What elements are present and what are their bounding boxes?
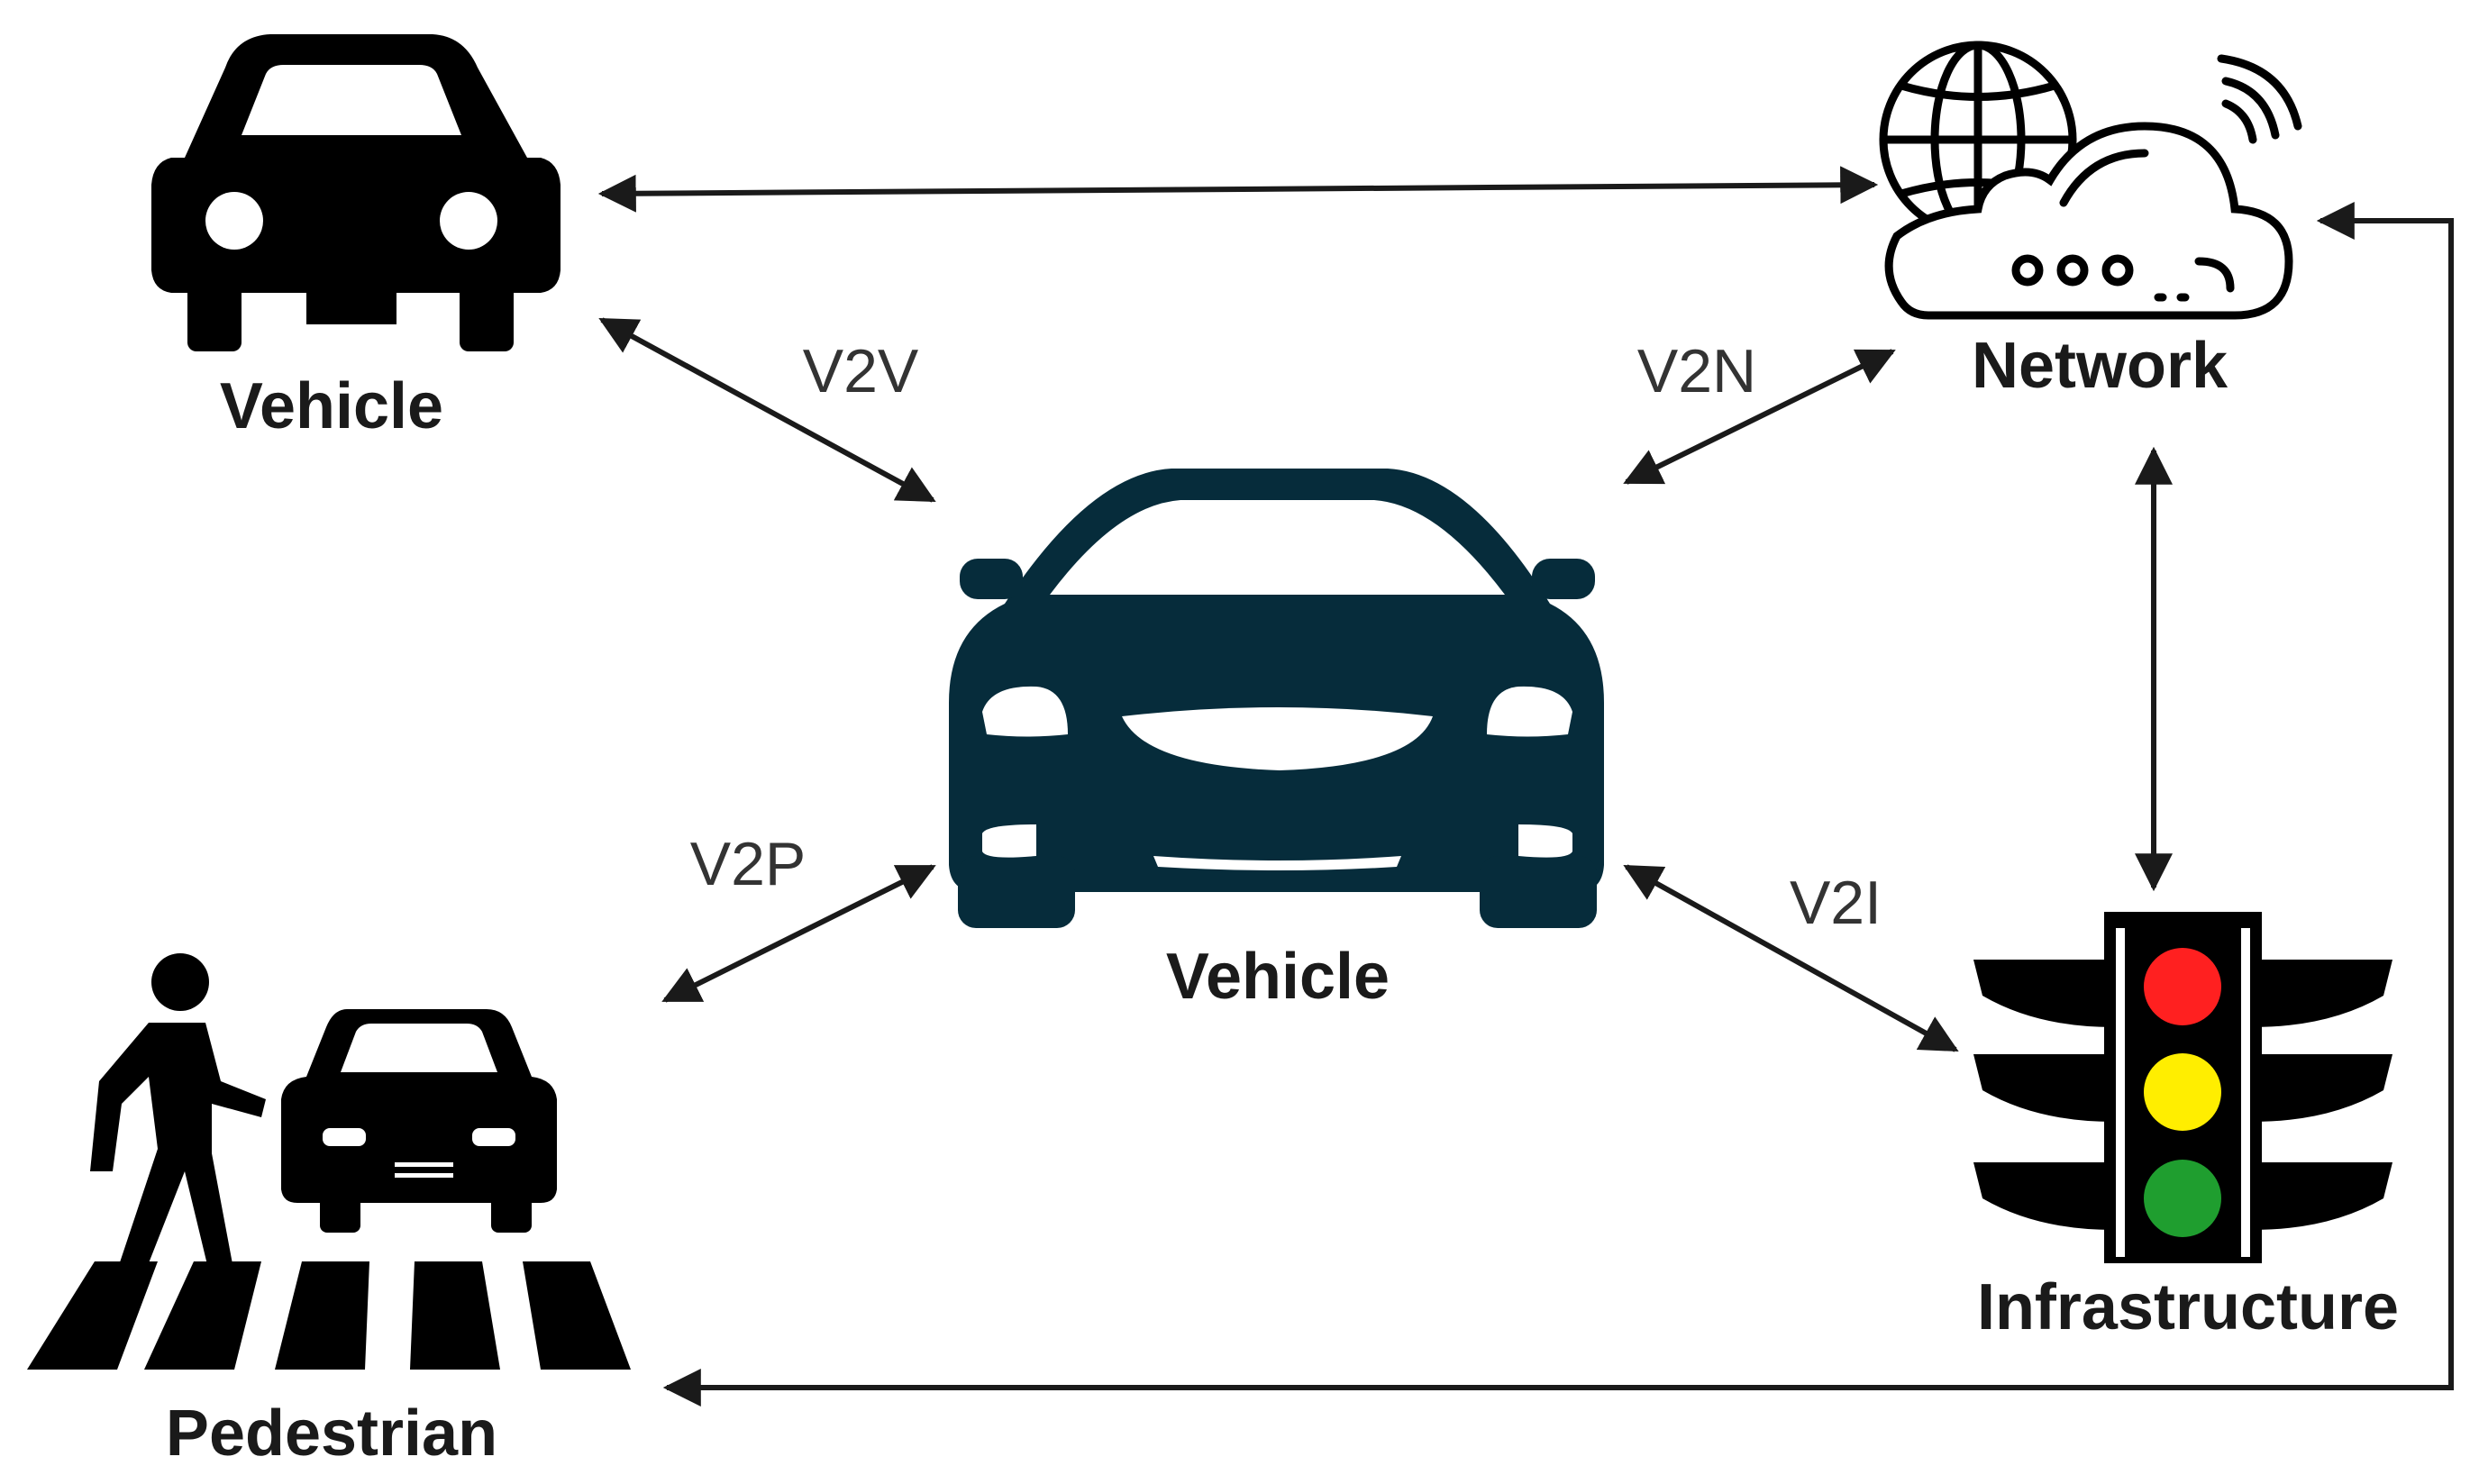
infrastructure-label: Infrastructure [1977, 1271, 2399, 1343]
sedan-front-icon [949, 469, 1604, 928]
car-front-icon [151, 34, 561, 351]
traffic-light-icon [1973, 912, 2392, 1263]
v2n-label: V2N [1637, 337, 1756, 405]
cloud-network-icon [1879, 41, 2302, 320]
arrow-infrastructure-loop [662, 202, 2454, 1407]
pedestrian-crossing-icon [27, 953, 631, 1370]
v2p-label: V2P [690, 830, 807, 898]
arrow-vehicle-network [597, 166, 1879, 213]
network-label: Network [1972, 330, 2228, 402]
vehicle-center-label: Vehicle [1166, 941, 1390, 1013]
vehicle-top-left-label: Vehicle [220, 370, 443, 442]
v2v-label: V2V [803, 337, 919, 405]
v2i-label: V2I [1790, 869, 1882, 937]
pedestrian-label: Pedestrian [166, 1398, 497, 1470]
